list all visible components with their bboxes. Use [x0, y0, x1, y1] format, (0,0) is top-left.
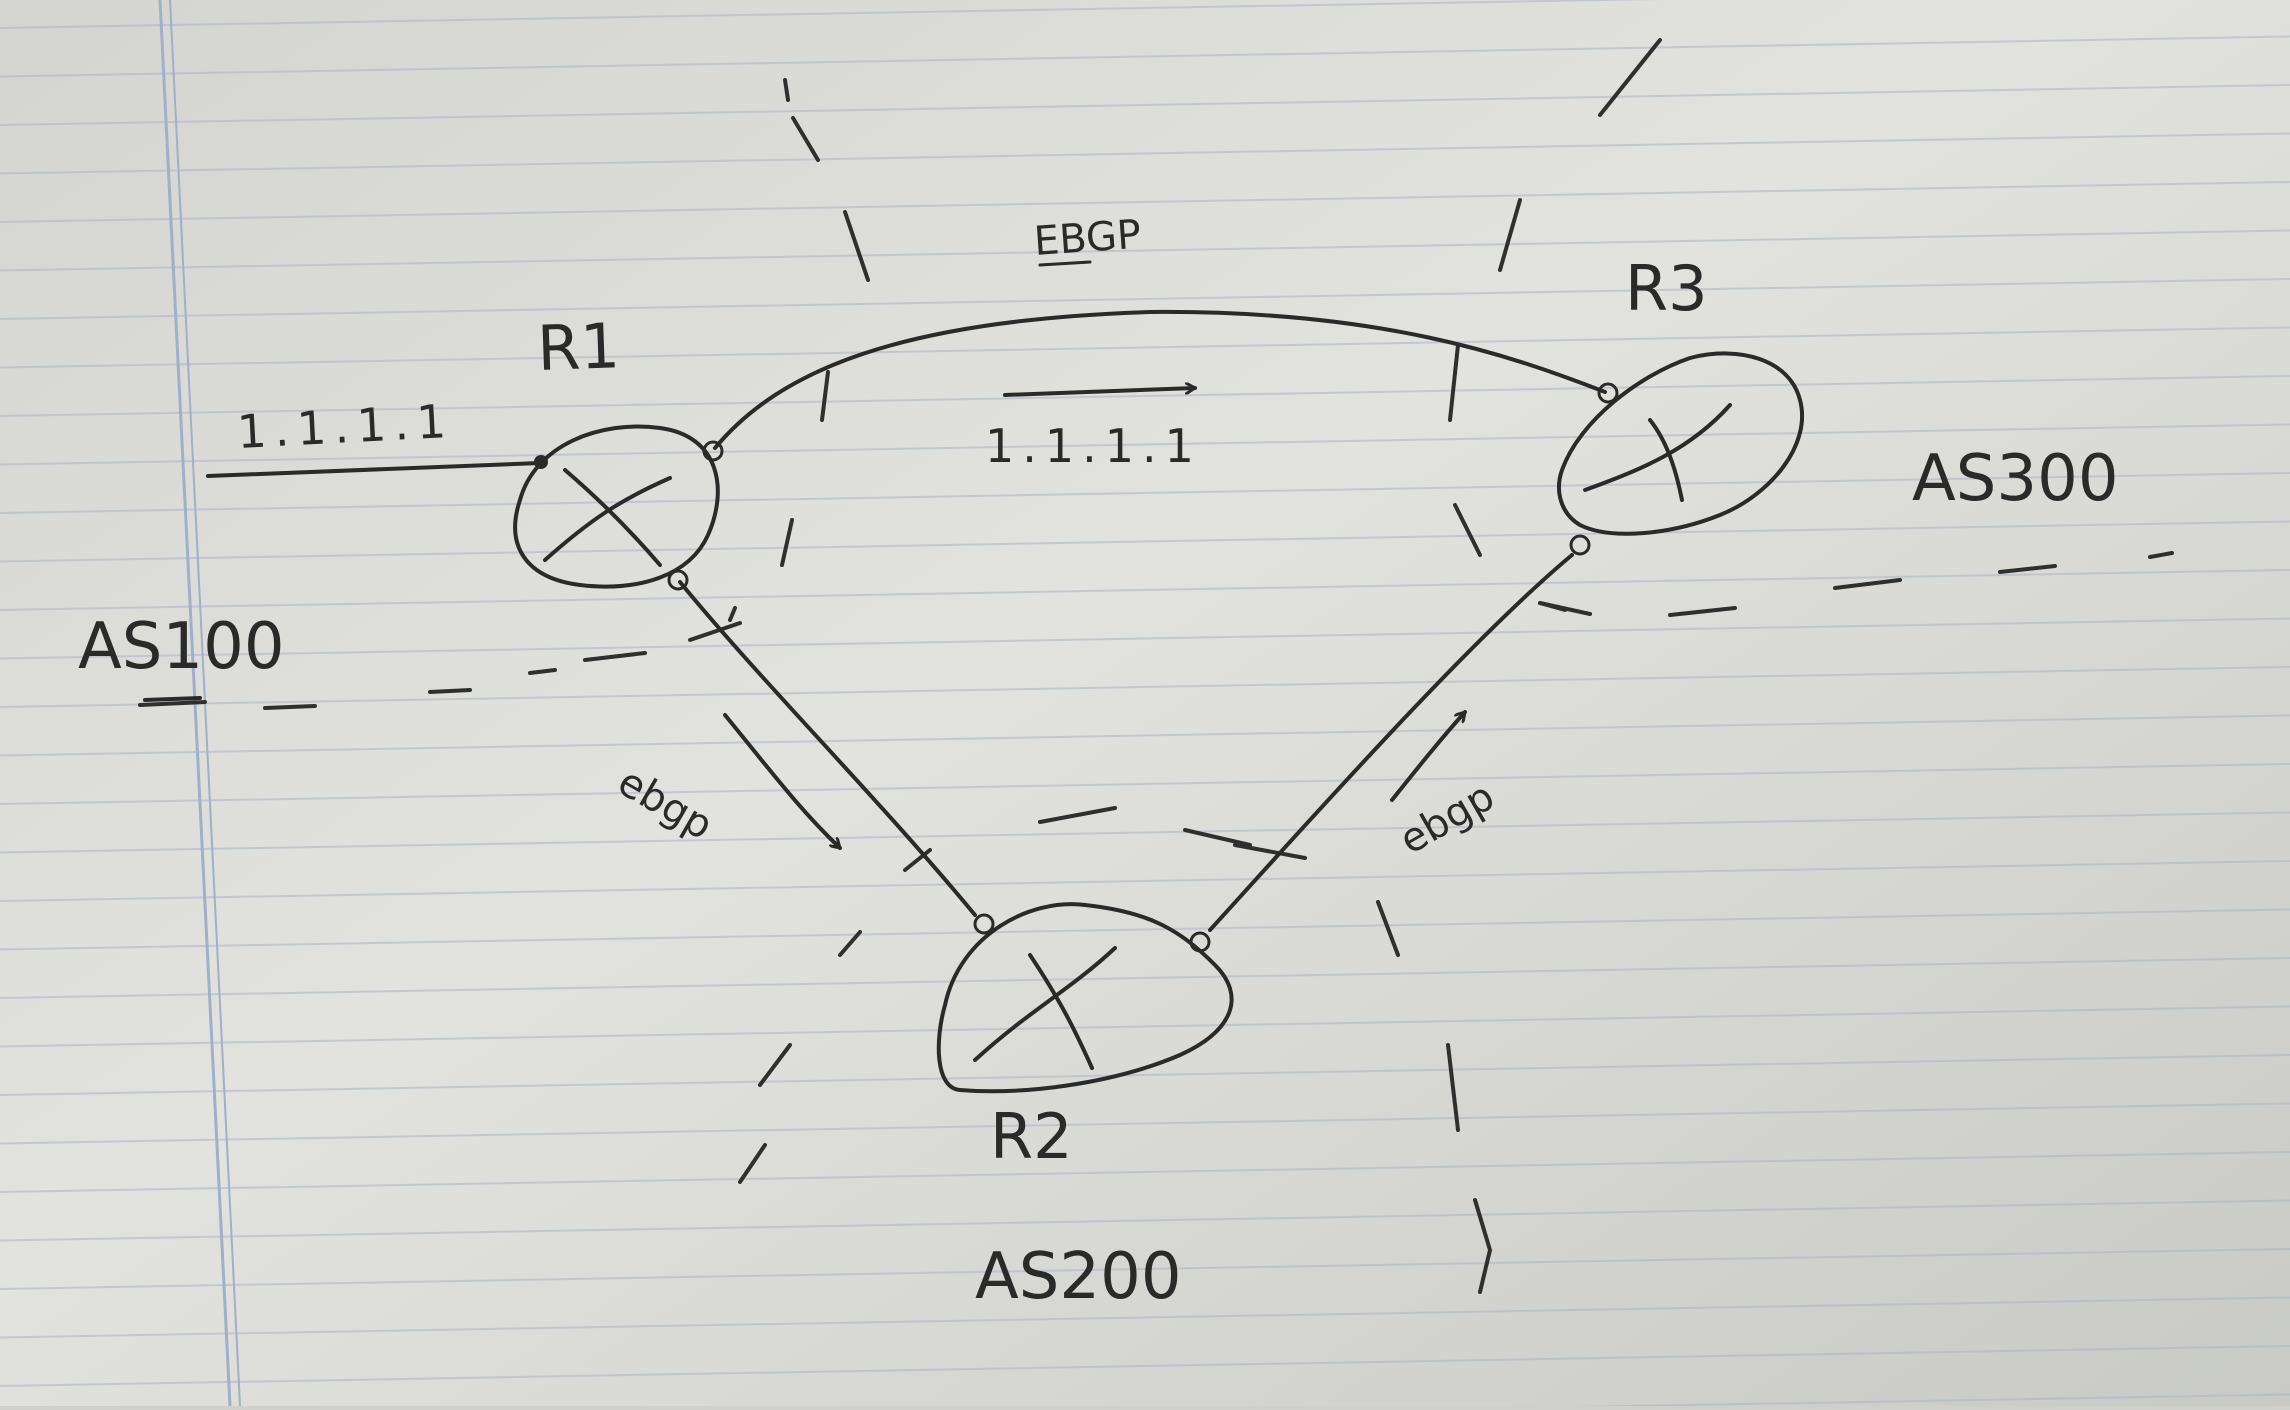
ruled-line [0, 860, 2290, 902]
ruled-line [0, 423, 2290, 466]
ruled-line [0, 569, 2290, 611]
r3-port-to-r1 [1597, 382, 1619, 404]
link-r1-r3 [713, 309, 1607, 450]
router-r2-x-stroke [973, 946, 1117, 1062]
ruled-line [0, 326, 2290, 369]
link-r1-r2 [678, 580, 977, 917]
as200-label: AS200 [975, 1240, 1182, 1314]
ruled-line [1345, 1393, 2290, 1410]
ruled-line [0, 181, 2290, 223]
link-r2-r3 [1208, 553, 1574, 932]
ruled-line [0, 229, 2290, 272]
ruled-line [0, 714, 2290, 757]
ruled-line [0, 1054, 2290, 1096]
router-r2 [936, 902, 1234, 1094]
as300-label: AS300 [1912, 442, 2119, 516]
advertise-arrow-r2-r3 [1390, 712, 1467, 802]
ruled-line [0, 811, 2290, 854]
ruled-line [0, 1199, 2290, 1242]
router-r3-x-stroke [1583, 403, 1732, 492]
session-label-underline [1038, 260, 1092, 267]
session-label-r1-r3: EBGP [1032, 212, 1142, 265]
ruled-line [0, 84, 2290, 126]
ruled-line [0, 763, 2290, 805]
injected-prefix-label: 1.1.1.1 [236, 394, 455, 459]
router-r1-x-stroke [563, 468, 662, 567]
router-r3-body [1557, 351, 1804, 536]
as100-label: AS100 [78, 610, 285, 684]
ruled-line [0, 472, 2290, 514]
as100-underline [143, 696, 202, 702]
links [206, 309, 1619, 953]
advertised-prefix-label: 1.1.1.1 [985, 419, 1202, 473]
router-r3 [1557, 351, 1804, 536]
as-boundary-dashes [138, 38, 2174, 1294]
ruled-line [0, 1345, 2290, 1387]
ruled-line [0, 1296, 2290, 1339]
router-r2-label: R2 [990, 1100, 1073, 1173]
ruled-line [0, 278, 2290, 320]
router-r3-x-stroke [1648, 418, 1684, 502]
ruled-line [0, 0, 1661, 29]
ruled-line [0, 1102, 2290, 1145]
ruled-line [0, 957, 2290, 999]
router-r3-label: R3 [1625, 252, 1708, 325]
advertise-arrow-r1-r3 [1003, 388, 1195, 397]
ruled-line [0, 375, 2290, 417]
ruled-line [0, 908, 2290, 951]
ruled-line [0, 520, 2290, 563]
ruled-line [0, 666, 2290, 708]
ruled-line [0, 1151, 2290, 1193]
router-r2-x-stroke [1028, 953, 1094, 1070]
ruled-line [0, 132, 2290, 175]
injected-route-line [206, 461, 542, 478]
router-r1 [513, 424, 720, 589]
ruled-line [0, 1248, 2290, 1290]
ruled-line [0, 35, 2290, 78]
router-r1-x-stroke [543, 476, 672, 562]
ruled-line [0, 617, 2290, 660]
advertise-arrow-r1-r2 [723, 713, 840, 848]
r3-port-to-r2 [1569, 534, 1591, 556]
router-r1-body [513, 424, 720, 589]
router-r2-body [936, 902, 1234, 1094]
ruled-line [0, 1005, 2290, 1048]
r2-port-to-r1 [973, 913, 995, 935]
router-r1-label: R1 [536, 309, 621, 385]
